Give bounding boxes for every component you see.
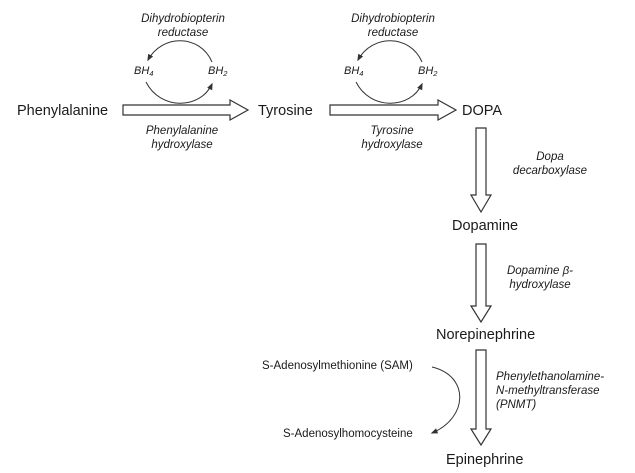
cofactor-symbol: BH [344, 65, 360, 77]
cofactor-subscript: 4 [359, 69, 364, 78]
enzyme-label-line: Phenylalanine [145, 125, 219, 137]
enzyme-phenylalanine-hydroxylase: Phenylalanine hydroxylase [128, 124, 236, 152]
enzyme-pnmt: Phenylethanolamine- N-methyltransferase … [496, 370, 604, 412]
cofactor-symbol: BH [418, 65, 434, 77]
cofactor-subscript: 2 [433, 69, 438, 78]
compound-norepinephrine: Norepinephrine [436, 327, 536, 343]
cofactor-cycle-arc-top-2 [357, 40, 423, 63]
compound-dopa: DOPA [462, 103, 503, 119]
cofactor-symbol: BH [208, 65, 224, 77]
arrow-norepinephrine-to-epinephrine [469, 349, 493, 447]
enzyme-label-line: reductase [157, 27, 209, 39]
enzyme-dihydrobiopterin-reductase-2: Dihydrobiopterin reductase [338, 12, 448, 40]
arrow-dopamine-to-norepinephrine [469, 243, 493, 324]
cofactor-bh4-2: BH4 [344, 66, 363, 78]
arrow-tyr-to-dopa [329, 98, 458, 122]
arrow-phe-to-tyr [122, 98, 250, 122]
compound-tyrosine: Tyrosine [258, 103, 313, 119]
enzyme-label-line: Dopamine β- [506, 265, 573, 277]
cofactor-cycle-arc-top-1 [147, 40, 213, 63]
cofactor-cycle-arc-bottom-2 [355, 81, 423, 104]
enzyme-label-line: Dopa [536, 151, 564, 163]
enzyme-label-line: hydroxylase [509, 279, 571, 291]
enzyme-tyrosine-hydroxylase: Tyrosine hydroxylase [338, 124, 446, 152]
enzyme-label-line: reductase [367, 27, 419, 39]
enzyme-label-line: Dihydrobiopterin [351, 13, 435, 25]
methyl-product-sah: S-Adenosylhomocysteine [283, 428, 413, 440]
cofactor-bh2-1: BH2 [208, 66, 227, 78]
methyl-donor-curve [430, 366, 461, 434]
cofactor-bh2-2: BH2 [418, 66, 437, 78]
cofactor-symbol: BH [134, 65, 150, 77]
enzyme-dihydrobiopterin-reductase-1: Dihydrobiopterin reductase [128, 12, 238, 40]
compound-dopamine: Dopamine [452, 218, 519, 234]
enzyme-label-line: Dihydrobiopterin [141, 13, 225, 25]
compound-phenylalanine: Phenylalanine [17, 103, 109, 119]
enzyme-dopa-decarboxylase: Dopa decarboxylase [505, 150, 595, 178]
enzyme-label-line: decarboxylase [512, 165, 588, 177]
cofactor-subscript: 4 [149, 69, 154, 78]
enzyme-label-line: Tyrosine [370, 125, 414, 137]
enzyme-label-line: hydroxylase [151, 139, 213, 151]
cofactor-cycle-arc-bottom-1 [145, 81, 213, 104]
enzyme-label-line: (PNMT) [496, 399, 537, 411]
cofactor-bh4-1: BH4 [134, 66, 153, 78]
cofactor-subscript: 2 [223, 69, 228, 78]
enzyme-label-line: N-methyltransferase [496, 385, 600, 397]
methyl-donor-sam: S-Adenosylmethionine (SAM) [262, 360, 413, 372]
compound-epinephrine: Epinephrine [446, 452, 524, 468]
enzyme-label-line: Phenylethanolamine- [496, 371, 605, 383]
enzyme-dopamine-beta-hydroxylase: Dopamine β- hydroxylase [495, 264, 585, 292]
enzyme-label-line: hydroxylase [361, 139, 423, 151]
arrow-dopa-to-dopamine [469, 127, 493, 214]
